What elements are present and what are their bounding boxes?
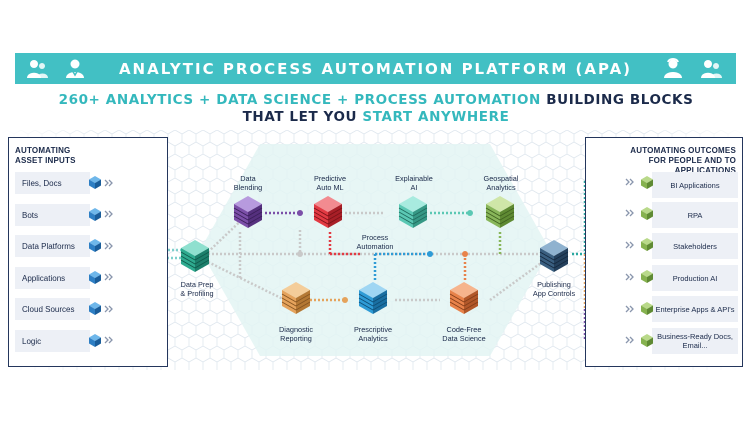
node-label-line: Data Science — [442, 334, 486, 343]
outcome-row: Enterprise Apps & API's — [652, 296, 738, 322]
outcome-row: Business-Ready Docs, Email... — [652, 328, 738, 354]
input-label: Cloud Sources — [22, 304, 75, 314]
node-label-line: Reporting — [280, 334, 312, 343]
node-label-line: & Profiling — [180, 289, 214, 298]
node-label-line: Auto ML — [316, 183, 344, 192]
outcome-row: Stakeholders — [652, 233, 738, 259]
panel-title-line: FOR PEOPLE AND TO APPLICATIONS — [648, 156, 736, 175]
input-row: Bots — [15, 204, 90, 226]
left-panel-title: AUTOMATING ASSET INPUTS — [15, 146, 76, 166]
node-label-line: Predictive — [313, 174, 347, 183]
node-label-line: Automation — [356, 242, 394, 251]
data-prep-cube[interactable] — [181, 240, 209, 272]
input-row: Data Platforms — [15, 235, 90, 257]
node-label-diagnostic: Diagnostic Reporting — [256, 325, 336, 343]
outcome-label: Enterprise Apps & API's — [655, 304, 735, 314]
node-label-line: Analytics — [358, 334, 388, 343]
right-panel-title: AUTOMATING OUTCOMES FOR PEOPLE AND TO AP… — [586, 146, 736, 176]
chevron-right-icon — [104, 179, 113, 344]
outcome-row: Production AI — [652, 265, 738, 291]
node-label-line: Code-Free — [446, 325, 482, 334]
person-group-icon — [701, 60, 722, 78]
right-panel-outcomes: AUTOMATING OUTCOMES FOR PEOPLE AND TO AP… — [585, 137, 743, 367]
node-label-line: Diagnostic — [278, 325, 314, 334]
node-label-data-prep: Data Prep & Profiling — [157, 280, 237, 298]
node-label-line: Geospatial — [483, 174, 519, 183]
outcome-label: BI Applications — [670, 180, 720, 190]
outcome-row: RPA — [652, 202, 738, 228]
node-label-publishing: Publishing App Controls — [514, 280, 594, 298]
node-label-prescriptive: Prescriptive Analytics — [333, 325, 413, 343]
diagnostic-cube[interactable] — [282, 282, 310, 314]
prescriptive-cube[interactable] — [359, 282, 387, 314]
node-label-predictive: Predictive Auto ML — [290, 174, 370, 192]
input-label: Logic — [22, 336, 42, 346]
node-label-line: Blending — [233, 183, 263, 192]
explainable-cube[interactable] — [399, 196, 427, 228]
node-label-line: Explainable — [395, 174, 433, 183]
subtitle-line-1: 260+ ANALYTICS + DATA SCIENCE + PROCESS … — [0, 92, 752, 108]
chevron-right-icon — [625, 178, 634, 344]
node-label-line: Process — [361, 233, 389, 242]
node-label-line: Publishing — [537, 280, 571, 289]
panel-title-line: AUTOMATING — [15, 146, 71, 155]
node-label-line: App Controls — [532, 289, 576, 298]
node-label-geospatial: Geospatial Analytics — [461, 174, 541, 192]
outcome-label: Production AI — [672, 273, 718, 283]
input-row: Cloud Sources — [15, 298, 90, 320]
subtitle-text: THAT LET YOU — [242, 109, 363, 125]
node-label-line: Data — [240, 174, 256, 183]
code-free-cube[interactable] — [450, 282, 478, 314]
input-label: Data Platforms — [22, 241, 75, 251]
title-banner: ANALYTIC PROCESS AUTOMATION PLATFORM (AP… — [15, 53, 736, 84]
geospatial-cube[interactable] — [486, 196, 514, 228]
input-row: Files, Docs — [15, 172, 90, 194]
outcome-label: RPA — [687, 210, 703, 220]
input-label: Bots — [22, 210, 39, 220]
input-label: Applications — [22, 273, 66, 283]
banner-title: ANALYTIC PROCESS AUTOMATION PLATFORM (AP… — [118, 59, 633, 78]
node-label-code-free: Code-Free Data Science — [424, 325, 504, 343]
data-blending-cube[interactable] — [234, 196, 262, 228]
node-label-line: Data Prep — [180, 280, 214, 289]
outcome-row: BI Applications — [652, 172, 738, 198]
input-row: Logic — [15, 330, 90, 352]
subtitle-highlight: 260+ ANALYTICS + DATA SCIENCE + PROCESS … — [58, 92, 541, 108]
subtitle-highlight: START ANYWHERE — [362, 109, 510, 125]
left-panel-asset-inputs: AUTOMATING ASSET INPUTS Files, Docs Bots… — [8, 137, 168, 367]
panel-title-line: AUTOMATING OUTCOMES — [630, 146, 736, 155]
input-row: Applications — [15, 267, 90, 289]
outcome-label: Stakeholders — [673, 241, 717, 251]
predictive-cube[interactable] — [314, 196, 342, 228]
subtitle-text: BUILDING BLOCKS — [540, 92, 694, 108]
node-label-process-automation: Process Automation — [335, 233, 415, 251]
node-label-data-blending: Data Blending — [208, 174, 288, 192]
publishing-cube[interactable] — [540, 240, 568, 272]
node-label-line: Analytics — [486, 183, 516, 192]
outcome-label: Business-Ready Docs, Email... — [657, 332, 733, 350]
person-group-icon — [27, 60, 48, 78]
subtitle-line-2: THAT LET YOU START ANYWHERE — [0, 109, 752, 125]
input-label: Files, Docs — [22, 178, 62, 188]
node-label-line: Prescriptive — [353, 325, 393, 334]
person-group-icon — [66, 59, 84, 78]
node-label-explainable: Explainable AI — [374, 174, 454, 192]
person-group-icon — [664, 58, 682, 78]
node-label-line: AI — [410, 183, 418, 192]
panel-title-line: ASSET INPUTS — [15, 156, 76, 165]
